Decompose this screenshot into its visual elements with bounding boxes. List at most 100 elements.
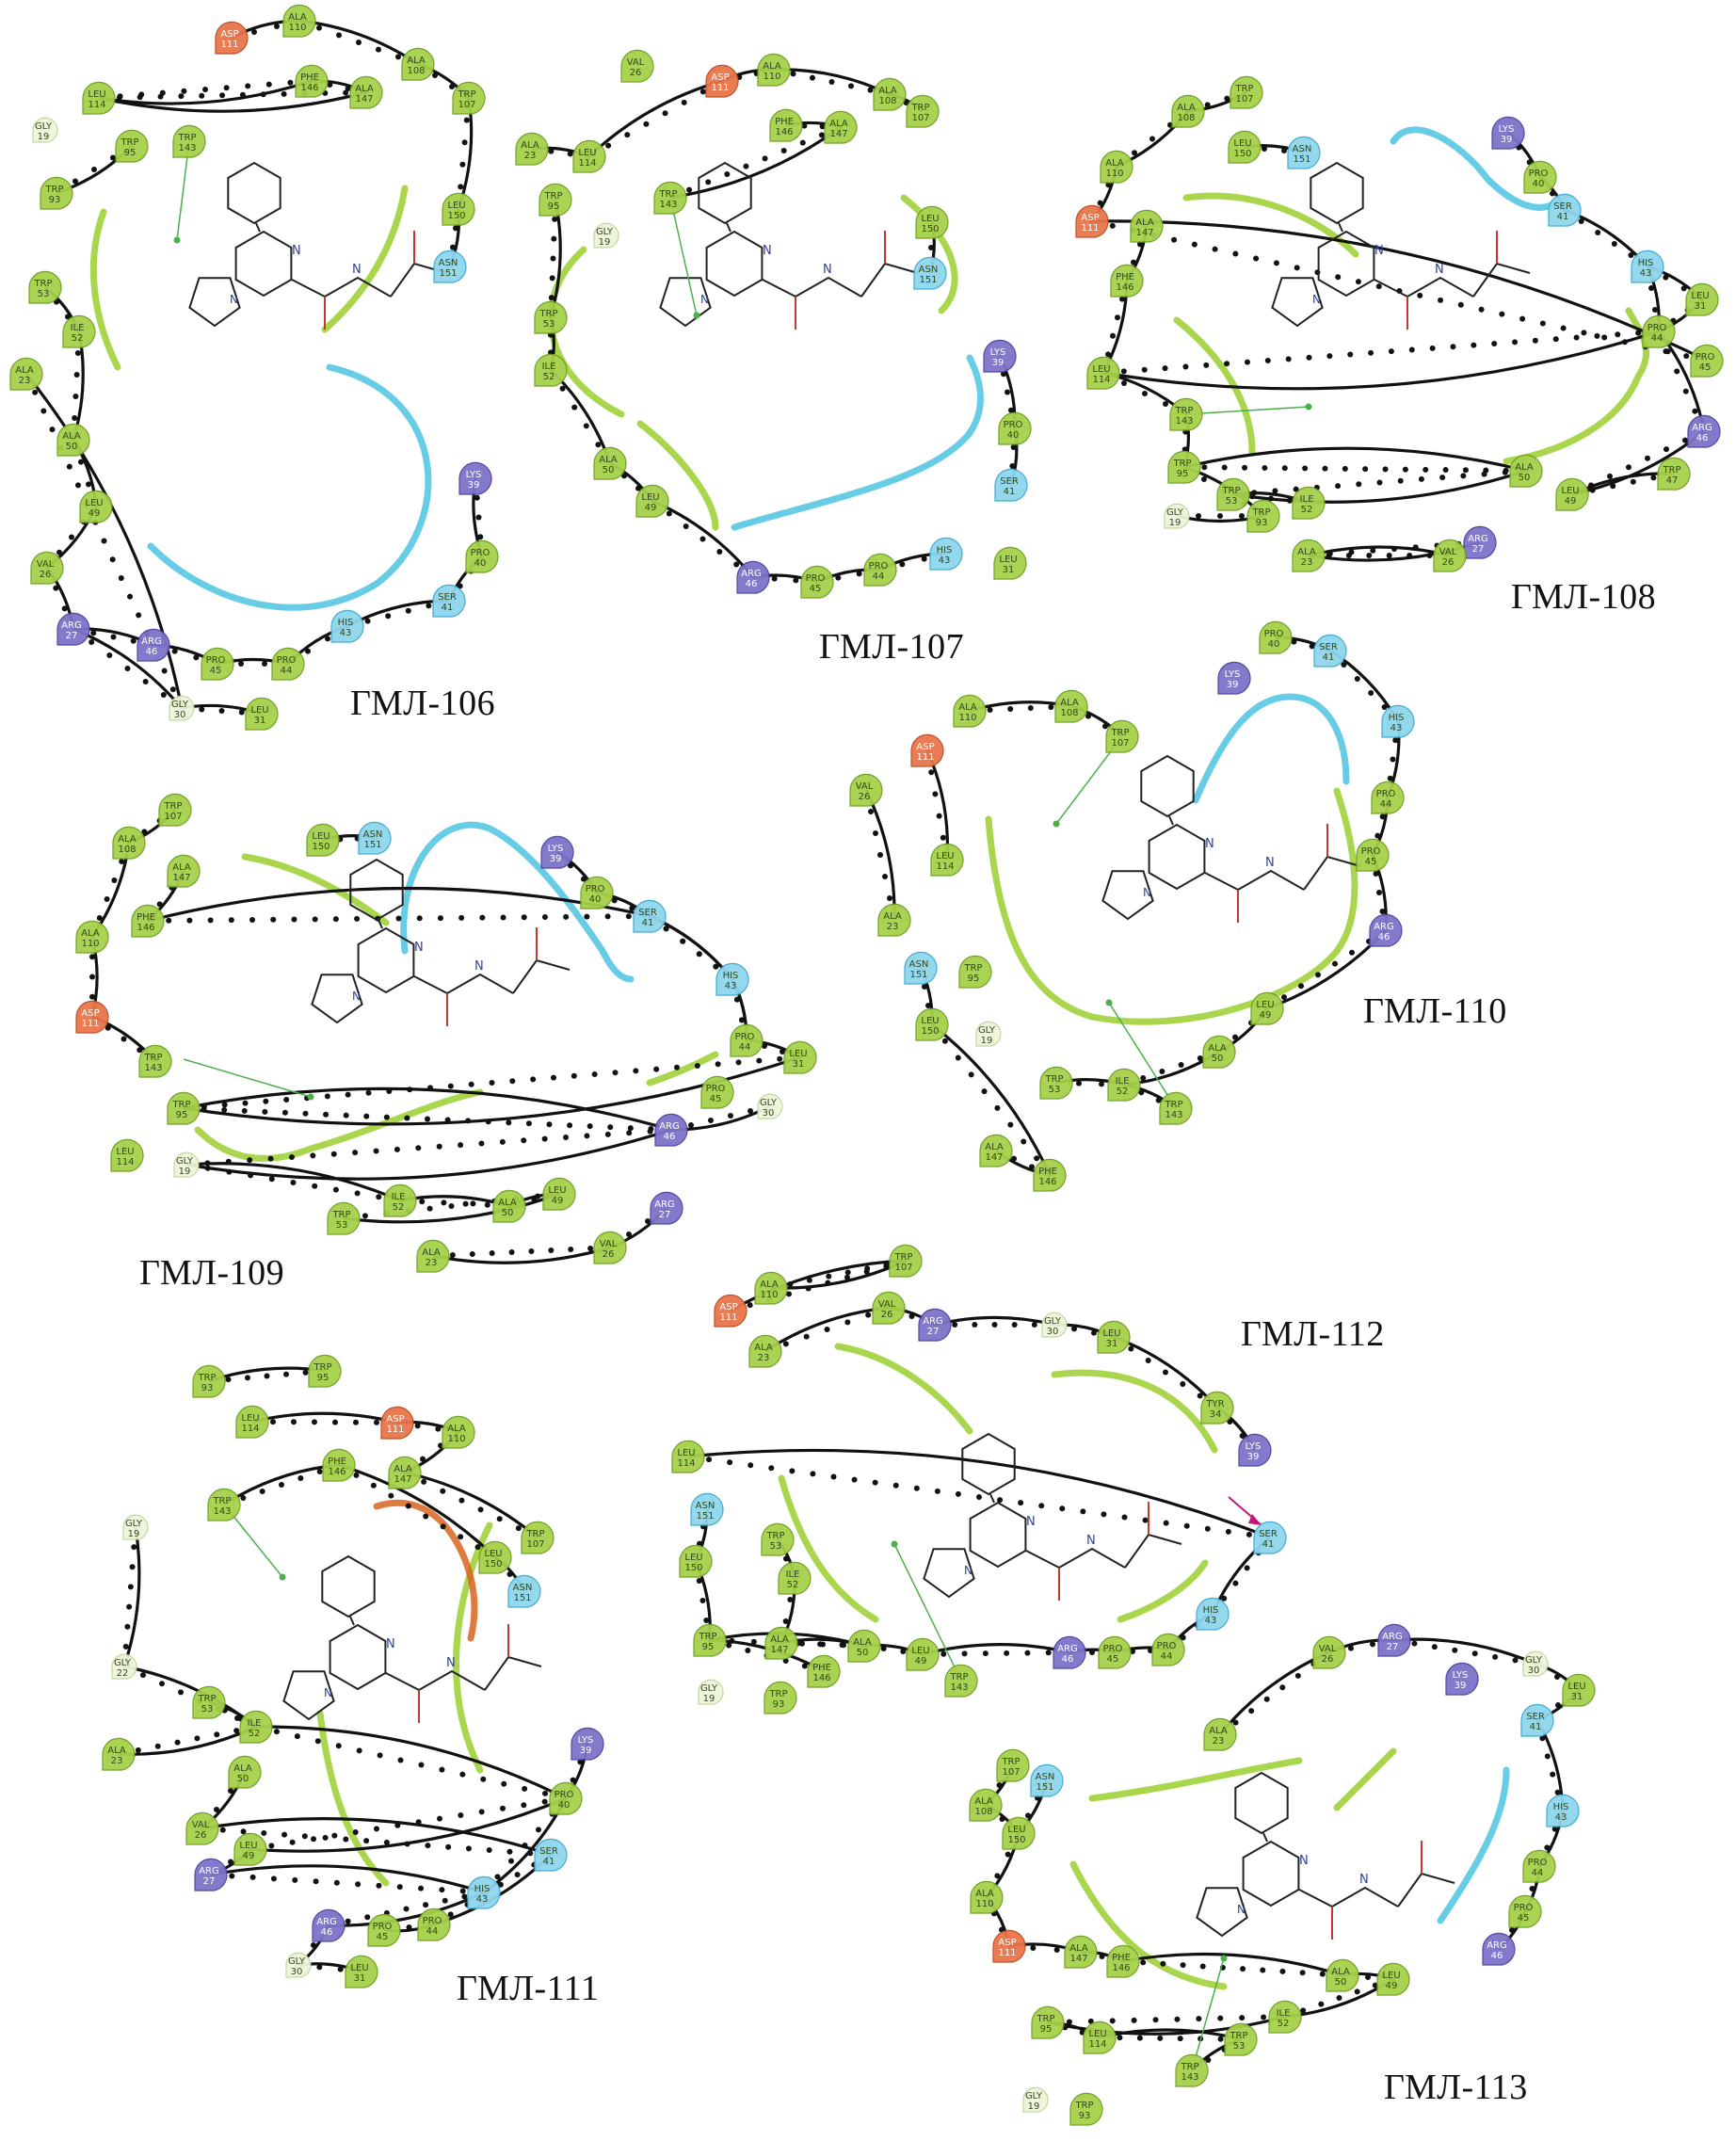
backbone-dot: [270, 1419, 276, 1425]
pi-stacking-line: [893, 1543, 962, 1682]
residue-number: 39: [992, 358, 1005, 368]
residue-name: ARG: [1468, 534, 1488, 544]
backbone-dot: [1450, 344, 1456, 350]
backbone-dot: [336, 32, 342, 39]
backbone-dot: [735, 1059, 742, 1066]
backbone-dot: [1163, 1520, 1169, 1526]
backbone-dot: [458, 1812, 464, 1818]
backbone-dot: [1273, 260, 1279, 266]
residue-name: ALA: [1515, 462, 1534, 473]
backbone-dot: [1174, 2016, 1181, 2022]
backbone-dot: [1341, 662, 1347, 668]
residue-number: 150: [447, 211, 465, 221]
residue-number: 39: [580, 1746, 592, 1756]
backbone-chain-4-0: [1218, 636, 1401, 1054]
backbone-dot: [88, 639, 95, 645]
backbone-dot: [844, 1269, 851, 1276]
backbone-dot: [549, 275, 555, 282]
backbone-dot: [1163, 1369, 1168, 1376]
residue-name: LEU: [1088, 2029, 1106, 2039]
backbone-dot: [1089, 1650, 1095, 1655]
backbone-dot: [324, 1093, 330, 1100]
backbone-dot: [1439, 475, 1446, 481]
backbone-dot: [1412, 544, 1419, 551]
backbone-dot: [799, 1640, 805, 1647]
residue-number: 45: [377, 1932, 389, 1942]
backbone-dot: [1300, 2007, 1307, 2014]
residue-name: LYS: [1453, 1670, 1469, 1681]
backbone-dot: [238, 709, 245, 716]
backbone-dot: [1102, 723, 1108, 730]
backbone-dot: [444, 1117, 451, 1123]
residue-number: 26: [1322, 1654, 1334, 1665]
backbone-dot: [1291, 638, 1297, 645]
residue-name: TRP: [33, 279, 52, 289]
residue-name: PRO: [555, 1790, 574, 1800]
backbone-dot: [171, 648, 178, 654]
backbone-dot: [515, 1525, 522, 1532]
residue-name: ARG: [1487, 1940, 1507, 1951]
backbone-dot: [1285, 356, 1292, 362]
pocket-contour-4-1: [1192, 693, 1350, 804]
backbone-dot: [1335, 274, 1342, 281]
residue-number: 34: [1210, 1409, 1222, 1420]
residue-number: 53: [543, 319, 555, 330]
backbone-dot: [521, 914, 527, 921]
backbone-dot: [1595, 230, 1601, 235]
backbone-dot: [245, 83, 251, 89]
residue-number: 110: [763, 72, 780, 82]
residue-number: 46: [146, 647, 158, 657]
pi-stacking-line: [183, 1058, 312, 1098]
residue-name: ALA: [958, 702, 977, 713]
backbone-dot: [1272, 488, 1278, 494]
svg-text:N: N: [1359, 1873, 1369, 1887]
svg-text:N: N: [292, 244, 301, 258]
backbone-dot: [311, 1836, 316, 1843]
backbone-dot: [261, 1829, 267, 1836]
backbone-dot: [1370, 1641, 1375, 1648]
residue-number: 143: [1175, 416, 1193, 427]
residue-name: ALA: [975, 1889, 994, 1899]
residue-number: 45: [1365, 857, 1377, 867]
backbone-dot: [450, 244, 456, 250]
backbone-dot: [1031, 1322, 1037, 1328]
backbone-dot: [423, 1513, 429, 1520]
backbone-dot: [1239, 1433, 1246, 1439]
backbone-dot: [332, 1419, 338, 1425]
backbone-dot: [435, 1425, 442, 1432]
residue-number: 31: [254, 716, 266, 726]
backbone-dot: [1460, 473, 1467, 479]
residue-number: 151: [363, 840, 381, 850]
backbone-dot: [627, 1125, 634, 1132]
backbone-dot: [343, 89, 349, 96]
backbone-dot: [439, 1887, 445, 1893]
backbone-dot: [1664, 348, 1671, 355]
backbone-dot: [662, 110, 668, 117]
backbone-dot: [332, 916, 339, 923]
residue-number: 108: [407, 66, 425, 76]
residue-number: 31: [1003, 565, 1015, 575]
residue-name: GLY: [978, 1025, 996, 1036]
backbone-dot: [1162, 365, 1168, 372]
residue-number: 52: [543, 372, 555, 382]
residue-number: 53: [201, 1704, 214, 1714]
residue-number: 143: [1181, 2072, 1198, 2083]
backbone-dot: [228, 1859, 233, 1865]
backbone-dot: [1232, 1034, 1238, 1040]
residue-name: ASN: [439, 258, 458, 268]
backbone-dot: [1492, 1653, 1499, 1660]
backbone-dot: [828, 79, 835, 85]
residue-name: GLY: [176, 1156, 194, 1167]
